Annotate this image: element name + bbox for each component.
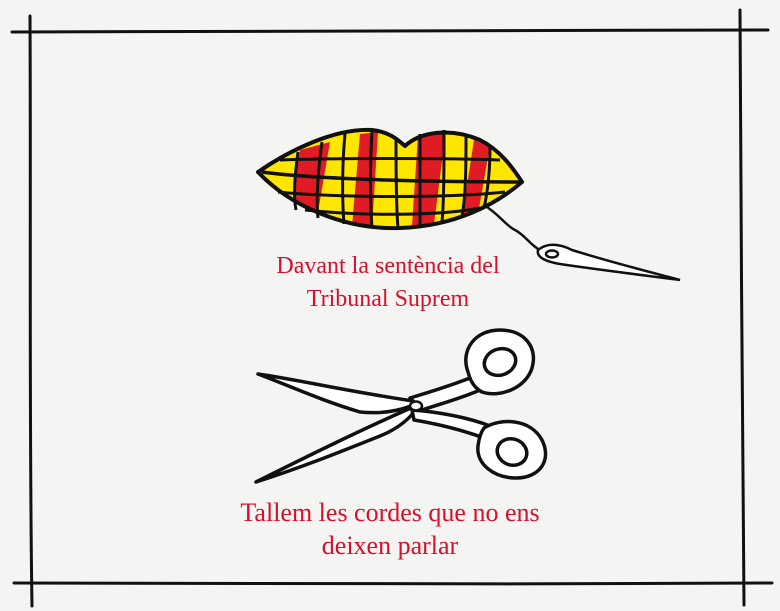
stitch-line-lower xyxy=(277,190,506,198)
caption-bottom-line-2: deixen parlar xyxy=(321,531,459,560)
scissors-ring-upper-hole xyxy=(482,346,518,378)
caption-top: Davant la sentència del Tribunal Suprem xyxy=(198,250,578,316)
stitch-v7 xyxy=(440,129,446,223)
caption-top-line-2: Tribunal Suprem xyxy=(306,286,470,312)
lips-icon xyxy=(256,127,524,231)
stitch-v1 xyxy=(293,151,300,211)
scissors-pivot xyxy=(408,400,424,412)
scissors-ring-lower-hole xyxy=(495,437,529,467)
needle-body xyxy=(536,243,681,282)
stitch-v4 xyxy=(369,130,374,229)
frame-right-line xyxy=(738,8,746,607)
scissors-icon xyxy=(254,328,548,484)
needle-icon xyxy=(482,203,681,282)
frame-top-line xyxy=(10,28,770,34)
frame-bottom-line xyxy=(12,581,774,586)
vertical-stitches xyxy=(293,129,492,229)
needle-eye xyxy=(544,249,560,259)
stitch-v9 xyxy=(482,145,492,209)
lips-outline xyxy=(256,127,524,231)
stitch-line-upper xyxy=(279,157,501,162)
lips-mouth-line xyxy=(261,170,521,184)
stitch-v2 xyxy=(315,141,324,219)
frame xyxy=(10,8,774,608)
stitch-v3 xyxy=(341,133,347,225)
caption-bottom-line-1: Tallem les cordes que no ens xyxy=(240,498,540,527)
thread xyxy=(482,203,542,252)
scissors-stem-lower xyxy=(410,408,492,440)
caption-bottom: Tallem les cordes que no ens deixen parl… xyxy=(160,496,620,562)
stitch-v5 xyxy=(394,139,400,229)
scissors-blade-lower xyxy=(254,402,422,484)
caption-top-line-1: Davant la sentència del xyxy=(276,253,500,279)
frame-left-line xyxy=(28,14,34,608)
stitch-v8 xyxy=(460,133,468,217)
scissors-blade-upper xyxy=(256,372,422,415)
